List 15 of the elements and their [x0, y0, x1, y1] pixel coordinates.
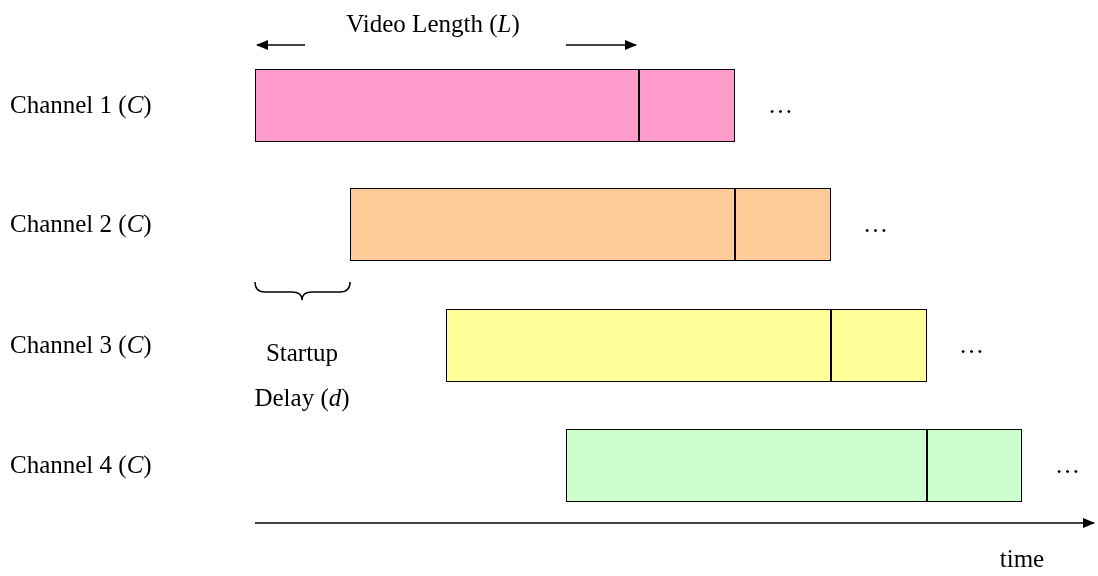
ellipsis: …	[863, 210, 888, 238]
delay-label: Startup Delay (d)	[253, 338, 351, 414]
channel-label: Channel 2 (C)	[10, 210, 152, 238]
channel-bar	[446, 309, 927, 382]
channel-label: Channel 3 (C)	[10, 331, 152, 359]
ellipsis: …	[1055, 451, 1080, 479]
dimension-label: Video Length (L)	[346, 10, 520, 38]
ellipsis: …	[959, 331, 984, 359]
channel-bar	[566, 429, 1022, 502]
axis-label: time	[999, 545, 1045, 573]
channel-label: Channel 1 (C)	[10, 91, 152, 119]
channel-label: Channel 4 (C)	[10, 451, 152, 479]
channel-bar	[255, 69, 735, 142]
channel-bar	[350, 188, 831, 261]
ellipsis: …	[768, 91, 793, 119]
